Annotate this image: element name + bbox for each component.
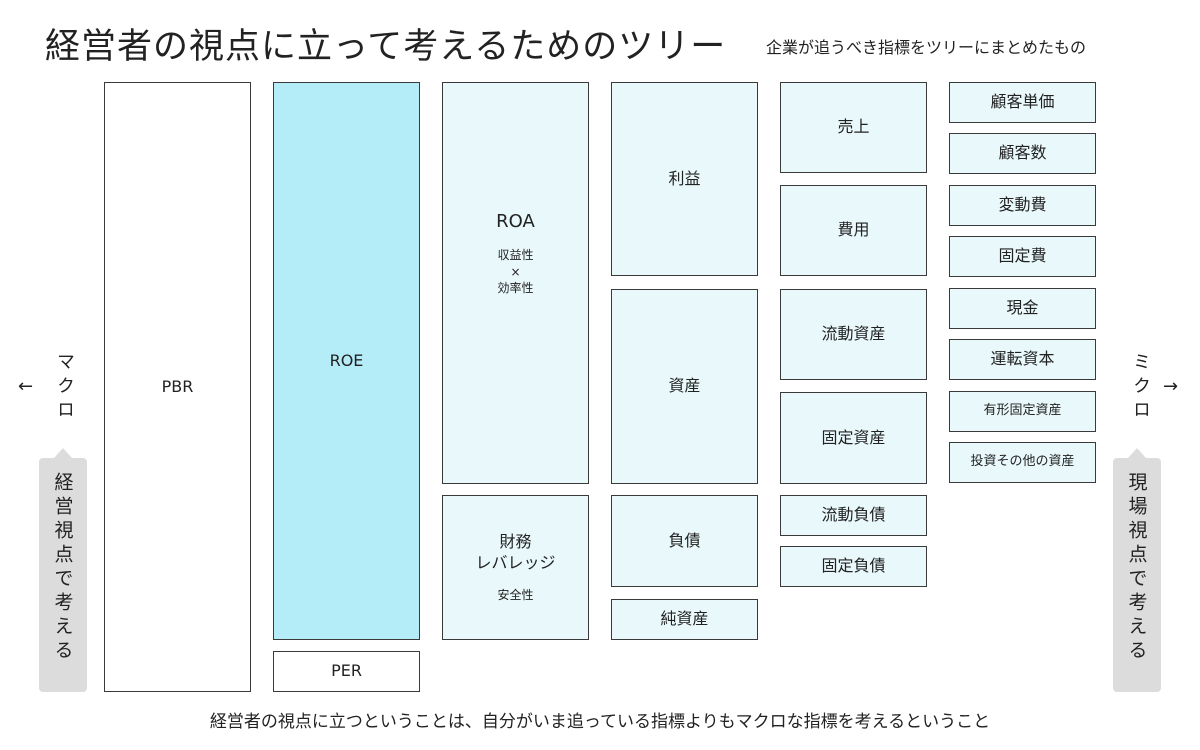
pbr-box: PBR bbox=[104, 82, 251, 692]
pbr-label: PBR bbox=[161, 376, 194, 396]
caption: 経営者の視点に立つということは、自分がいま追っている指標よりもマクロな指標を考え… bbox=[209, 712, 991, 732]
roe-box: ROE bbox=[273, 82, 420, 640]
investments-other-assets-label: 投資その他の資産 bbox=[970, 454, 1075, 470]
customer-unit-price-box: 顧客単価 bbox=[949, 82, 1096, 123]
per-label: PER bbox=[331, 661, 362, 681]
investments-other-assets-box: 投資その他の資産 bbox=[949, 442, 1096, 483]
page-subtitle: 企業が追うべき指標をツリーにまとめたもの bbox=[766, 38, 1087, 57]
micro-label: ミクロ bbox=[1130, 352, 1151, 424]
liabilities-label: 負債 bbox=[668, 530, 701, 550]
page-title: 経営者の視点に立って考えるためのツリー bbox=[45, 27, 727, 67]
management-perspective-label: 経営視点で考える bbox=[51, 472, 74, 664]
fixed-assets-box: 固定資産 bbox=[780, 392, 927, 484]
tangible-fixed-assets-label: 有形固定資産 bbox=[983, 403, 1062, 419]
tangible-fixed-assets-box: 有形固定資産 bbox=[949, 391, 1096, 432]
per-box: PER bbox=[273, 651, 420, 692]
financial-leverage-box: 財務 レバレッジ 安全性 bbox=[442, 495, 589, 640]
financial-label: 財務 bbox=[499, 531, 532, 551]
fixed-liabilities-label: 固定負債 bbox=[821, 556, 886, 576]
current-assets-label: 流動資産 bbox=[821, 324, 886, 344]
net-assets-box: 純資産 bbox=[611, 599, 758, 640]
leverage-label: レバレッジ bbox=[475, 552, 556, 572]
customer-unit-price-label: 顧客単価 bbox=[990, 92, 1055, 112]
field-perspective-tag: 現場視点で考える bbox=[1113, 448, 1161, 692]
efficiency-label: 効率性 bbox=[497, 280, 534, 295]
net-assets-label: 純資産 bbox=[660, 609, 709, 629]
cost-label: 費用 bbox=[837, 220, 870, 240]
cash-box: 現金 bbox=[949, 288, 1096, 329]
sales-label: 売上 bbox=[837, 117, 870, 137]
working-capital-box: 運転資本 bbox=[949, 339, 1096, 380]
fixed-liabilities-box: 固定負債 bbox=[780, 546, 927, 587]
roa-subtext: 収益性 × 効率性 bbox=[497, 247, 533, 296]
assets-label: 資産 bbox=[668, 376, 701, 396]
management-perspective-tag: 経営視点で考える bbox=[39, 448, 87, 692]
times-symbol: × bbox=[510, 264, 521, 279]
customer-count-label: 顧客数 bbox=[998, 143, 1047, 163]
variable-cost-box: 変動費 bbox=[949, 185, 1096, 226]
profitability-label: 収益性 bbox=[497, 248, 534, 263]
profit-label: 利益 bbox=[668, 168, 701, 188]
current-assets-box: 流動資産 bbox=[780, 289, 927, 380]
fixed-assets-label: 固定資産 bbox=[821, 427, 886, 447]
profit-box: 利益 bbox=[611, 82, 758, 276]
sales-box: 売上 bbox=[780, 82, 927, 173]
right-arrow-icon: → bbox=[1163, 376, 1179, 397]
current-liabilities-box: 流動負債 bbox=[780, 495, 927, 536]
customer-count-box: 顧客数 bbox=[949, 133, 1096, 174]
fixed-cost-label: 固定費 bbox=[998, 246, 1047, 266]
roa-label: ROA bbox=[496, 211, 535, 233]
roa-box: ROA 収益性 × 効率性 bbox=[442, 82, 589, 484]
cash-label: 現金 bbox=[1006, 298, 1039, 318]
fixed-cost-box: 固定費 bbox=[949, 236, 1096, 277]
current-liabilities-label: 流動負債 bbox=[821, 505, 886, 525]
macro-label: マクロ bbox=[54, 352, 75, 424]
liabilities-box: 負債 bbox=[611, 495, 758, 587]
safety-label: 安全性 bbox=[497, 587, 534, 602]
roe-label: ROE bbox=[329, 350, 364, 370]
working-capital-label: 運転資本 bbox=[990, 349, 1055, 369]
assets-box: 資産 bbox=[611, 289, 758, 484]
cost-box: 費用 bbox=[780, 185, 927, 276]
field-perspective-label: 現場視点で考える bbox=[1125, 472, 1148, 664]
left-arrow-icon: ← bbox=[18, 376, 34, 397]
variable-cost-label: 変動費 bbox=[998, 195, 1047, 215]
